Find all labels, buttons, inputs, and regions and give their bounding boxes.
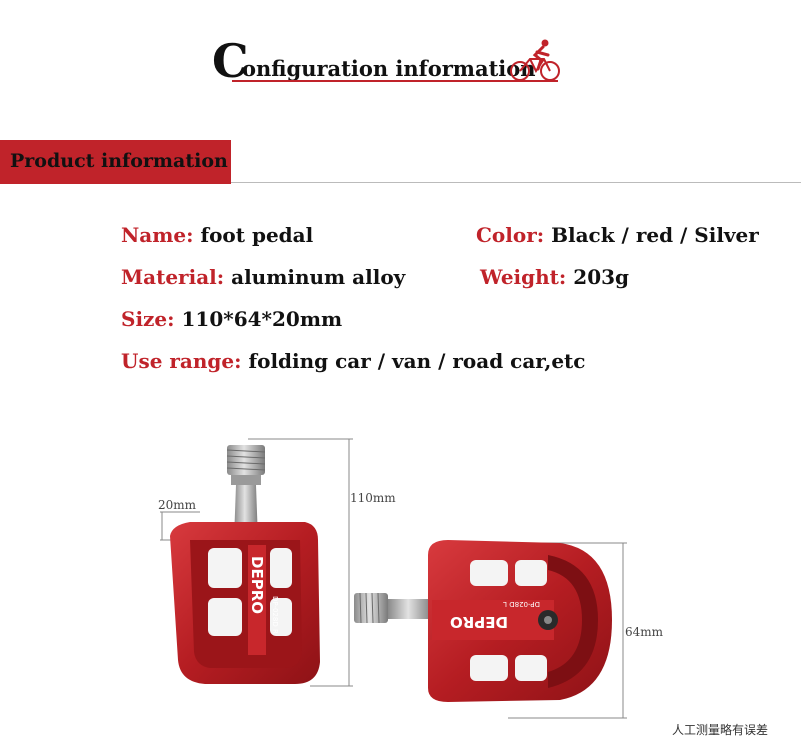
size-row: Size: 110*64*20mm	[121, 307, 342, 331]
weight-value: 203g	[573, 265, 630, 289]
title-initial: C	[212, 34, 249, 88]
use-range-label: Use range:	[121, 349, 242, 373]
color-value: Black / red / Silver	[551, 223, 759, 247]
product-information-tag: Product information	[0, 140, 231, 184]
name-label: Name:	[121, 223, 194, 247]
cyclist-icon	[510, 39, 560, 81]
pedal-right-image: DEPRO DP-028D R	[170, 445, 320, 684]
width-dimension-label: 64mm	[625, 625, 664, 639]
weight-label: Weight:	[480, 265, 567, 289]
title-text: onfiguration information	[242, 56, 536, 81]
name-value: foot pedal	[200, 223, 314, 247]
color-label: Color:	[476, 223, 545, 247]
length-dimension-label: 110mm	[350, 491, 396, 505]
title-underline	[232, 80, 558, 82]
brand-label-left: DEPRO	[450, 613, 508, 631]
model-label-right: DP-028D R	[271, 596, 279, 634]
section-divider	[231, 182, 801, 183]
model-label-left: DP-028D L	[503, 600, 540, 608]
size-label: Size:	[121, 307, 175, 331]
depth-dimension-label: 20mm	[158, 498, 197, 512]
use-range-row: Use range: folding car / van / road car,…	[121, 349, 585, 373]
size-value: 110*64*20mm	[181, 307, 343, 331]
pedal-left-image: DEPRO DP-028D L	[354, 540, 612, 702]
brand-label-right: DEPRO	[248, 556, 266, 614]
material-value: aluminum alloy	[231, 265, 406, 289]
weight-row: Weight: 203g	[480, 265, 629, 289]
material-row: Material: aluminum alloy	[121, 265, 405, 289]
color-row: Color: Black / red / Silver	[476, 223, 759, 247]
use-range-value: folding car / van / road car,etc	[248, 349, 586, 373]
measurement-error-note: 人工测量略有误差	[672, 723, 769, 737]
material-label: Material:	[121, 265, 225, 289]
name-row: Name: foot pedal	[121, 223, 313, 247]
